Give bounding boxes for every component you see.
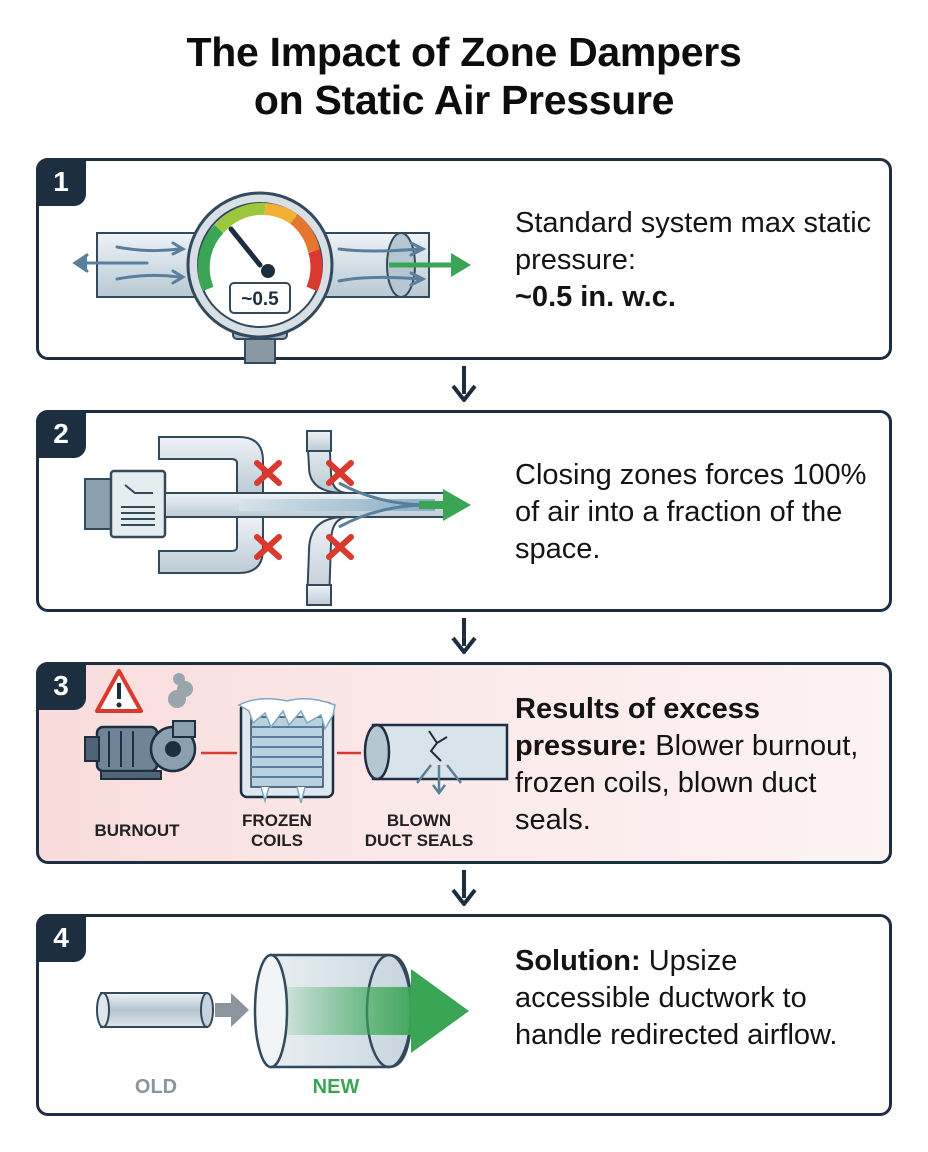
arrow-down-icon bbox=[451, 366, 477, 402]
page-title: The Impact of Zone Dampers on Static Air… bbox=[0, 28, 928, 124]
arrow-right-icon bbox=[215, 993, 249, 1027]
warning-icon bbox=[95, 669, 143, 713]
step-4-text-plain-rest: accessible ductwork to handle redirected… bbox=[515, 982, 838, 1051]
upsized-duct-illustration bbox=[96, 953, 469, 1069]
blown-duct-icon bbox=[363, 723, 509, 796]
close-icon bbox=[326, 460, 354, 486]
step-2-panel: 2 bbox=[36, 410, 892, 612]
blower-motor-icon bbox=[84, 720, 197, 780]
burnout-label: BURNOUT bbox=[94, 821, 180, 840]
step-2-text: Closing zones forces 100% of air into a … bbox=[515, 459, 867, 565]
air-handler-icon bbox=[84, 469, 167, 539]
pressure-gauge: ~0.5 bbox=[186, 191, 334, 339]
close-icon bbox=[254, 534, 282, 560]
pressure-gauge-illustration: ~0.5 bbox=[72, 191, 471, 364]
step-1-badge: 1 bbox=[36, 158, 86, 206]
frozen-coil-icon bbox=[237, 698, 336, 804]
step-4-badge: 4 bbox=[36, 914, 86, 962]
step-3-text: Results of excess pressure: Blower burno… bbox=[515, 691, 879, 839]
step-4-panel: 4 bbox=[36, 914, 892, 1116]
closed-damper-icons bbox=[254, 460, 354, 560]
old-label: OLD bbox=[134, 1076, 178, 1098]
step-1-panel: 1 bbox=[36, 158, 892, 364]
frozen-coils-label-line-2: COILS bbox=[251, 831, 303, 850]
blown-duct-seals-label-line-2: DUCT SEALS bbox=[364, 831, 474, 850]
step-1-text-bold: ~0.5 in. w.c. bbox=[515, 281, 676, 313]
step-3-text-plain: Blower burnout, frozen coils, blown duct… bbox=[515, 730, 859, 836]
step-2-badge: 2 bbox=[36, 410, 86, 458]
step-4-text-bold: Solution: bbox=[515, 945, 641, 977]
old-duct bbox=[96, 992, 214, 1028]
step-3-badge: 3 bbox=[36, 662, 86, 710]
step-3-text-bold: Results of excess pressure: bbox=[515, 693, 761, 762]
title-line-2: on Static Air Pressure bbox=[253, 77, 675, 123]
gauge-reading: ~0.5 bbox=[241, 289, 279, 310]
step-4-text: Solution: Upsize accessible ductwork to … bbox=[515, 943, 845, 1054]
output-arrow bbox=[389, 253, 471, 277]
smoke-icon bbox=[168, 673, 193, 708]
new-label: NEW bbox=[312, 1076, 360, 1098]
step-1-text-plain: Standard system max static pressure: bbox=[515, 207, 872, 276]
arrow-down-icon bbox=[451, 870, 477, 906]
airflow-arrow bbox=[287, 969, 469, 1053]
close-icon bbox=[326, 534, 354, 560]
frozen-coils-label-line-1: FROZEN bbox=[242, 811, 312, 830]
step-1-text: Standard system max static pressure: ~0.… bbox=[515, 205, 875, 316]
close-icon bbox=[254, 460, 282, 486]
airflow-arrows bbox=[72, 241, 427, 287]
blown-duct-seals-label: BLOWN DUCT SEALS bbox=[357, 811, 481, 851]
closed-zones-illustration bbox=[84, 430, 471, 606]
airflow-arrows bbox=[239, 481, 471, 529]
arrow-down-icon bbox=[451, 618, 477, 654]
step-3-panel: 3 bbox=[36, 662, 892, 864]
title-line-1: The Impact of Zone Dampers bbox=[186, 29, 742, 75]
frozen-coils-label: FROZEN COILS bbox=[225, 811, 329, 851]
excess-pressure-results-illustration bbox=[84, 669, 509, 804]
blown-duct-seals-label-line-1: BLOWN bbox=[386, 811, 452, 830]
step-4-text-plain-line-1: Upsize bbox=[648, 945, 738, 977]
